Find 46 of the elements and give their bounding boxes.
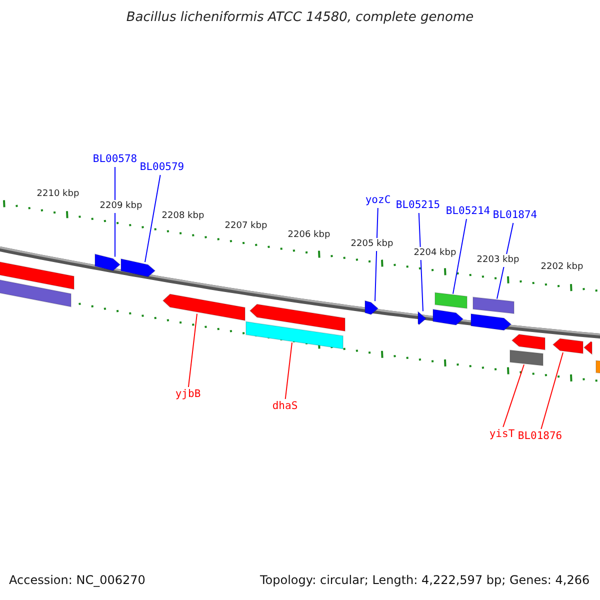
- scale-label: 2204 kbp: [414, 247, 456, 260]
- gene-label: BL00579: [140, 161, 184, 174]
- genome-summary: Topology: circular; Length: 4,222,597 bp; Genes: 4,266: [260, 574, 590, 587]
- leader-line: [284, 342, 292, 400]
- scale-label: 2202 kbp: [540, 261, 584, 274]
- gene-block: [596, 360, 600, 374]
- gene-block: [120, 258, 156, 278]
- gene-block: [472, 296, 514, 314]
- leader-line: [188, 313, 198, 388]
- gene-block: [162, 294, 246, 322]
- scale-label: 2206 kbp: [288, 229, 330, 242]
- gene-label: dhaS: [272, 400, 298, 413]
- leader-line: [418, 212, 424, 312]
- leader-line: [502, 364, 524, 428]
- gene-block: [364, 300, 379, 316]
- scale-label: 2209 kbp: [100, 200, 142, 213]
- gene-label: yjbB: [175, 388, 201, 401]
- gene-label: yisT: [489, 428, 515, 441]
- gene-block: [511, 334, 546, 350]
- scale-label: 2210 kbp: [36, 188, 80, 201]
- scale-label: 2203 kbp: [476, 254, 520, 267]
- gene-block: [432, 308, 464, 326]
- gene-label: BL05215: [396, 199, 440, 212]
- gene-label: BL05214: [446, 205, 490, 218]
- leader-line: [452, 218, 467, 294]
- gene-label: BL00578: [92, 153, 138, 166]
- leader-line: [540, 352, 564, 430]
- gene-block: [246, 321, 344, 350]
- gene-block: [94, 254, 121, 272]
- gene-block: [510, 350, 544, 366]
- title: Bacillus licheniformis ATCC 14580, complete genome: [126, 11, 474, 24]
- gene-block: [0, 260, 74, 290]
- gene-block: [0, 278, 72, 308]
- gene-block: [434, 292, 468, 309]
- gene-label: BL01876: [518, 430, 562, 443]
- accession-label: Accession: NC_006270: [9, 574, 146, 587]
- scale-label: 2208 kbp: [162, 210, 204, 223]
- gene-block: [418, 310, 427, 326]
- gene-label: yozC: [365, 194, 391, 207]
- leader-line: [114, 166, 116, 258]
- scale-label: 2207 kbp: [224, 220, 268, 233]
- leader-line: [144, 174, 161, 263]
- gene-block: [249, 304, 346, 332]
- scale-label: 2205 kbp: [350, 238, 394, 251]
- gene-block: [470, 313, 512, 331]
- gene-label: BL01874: [492, 209, 538, 222]
